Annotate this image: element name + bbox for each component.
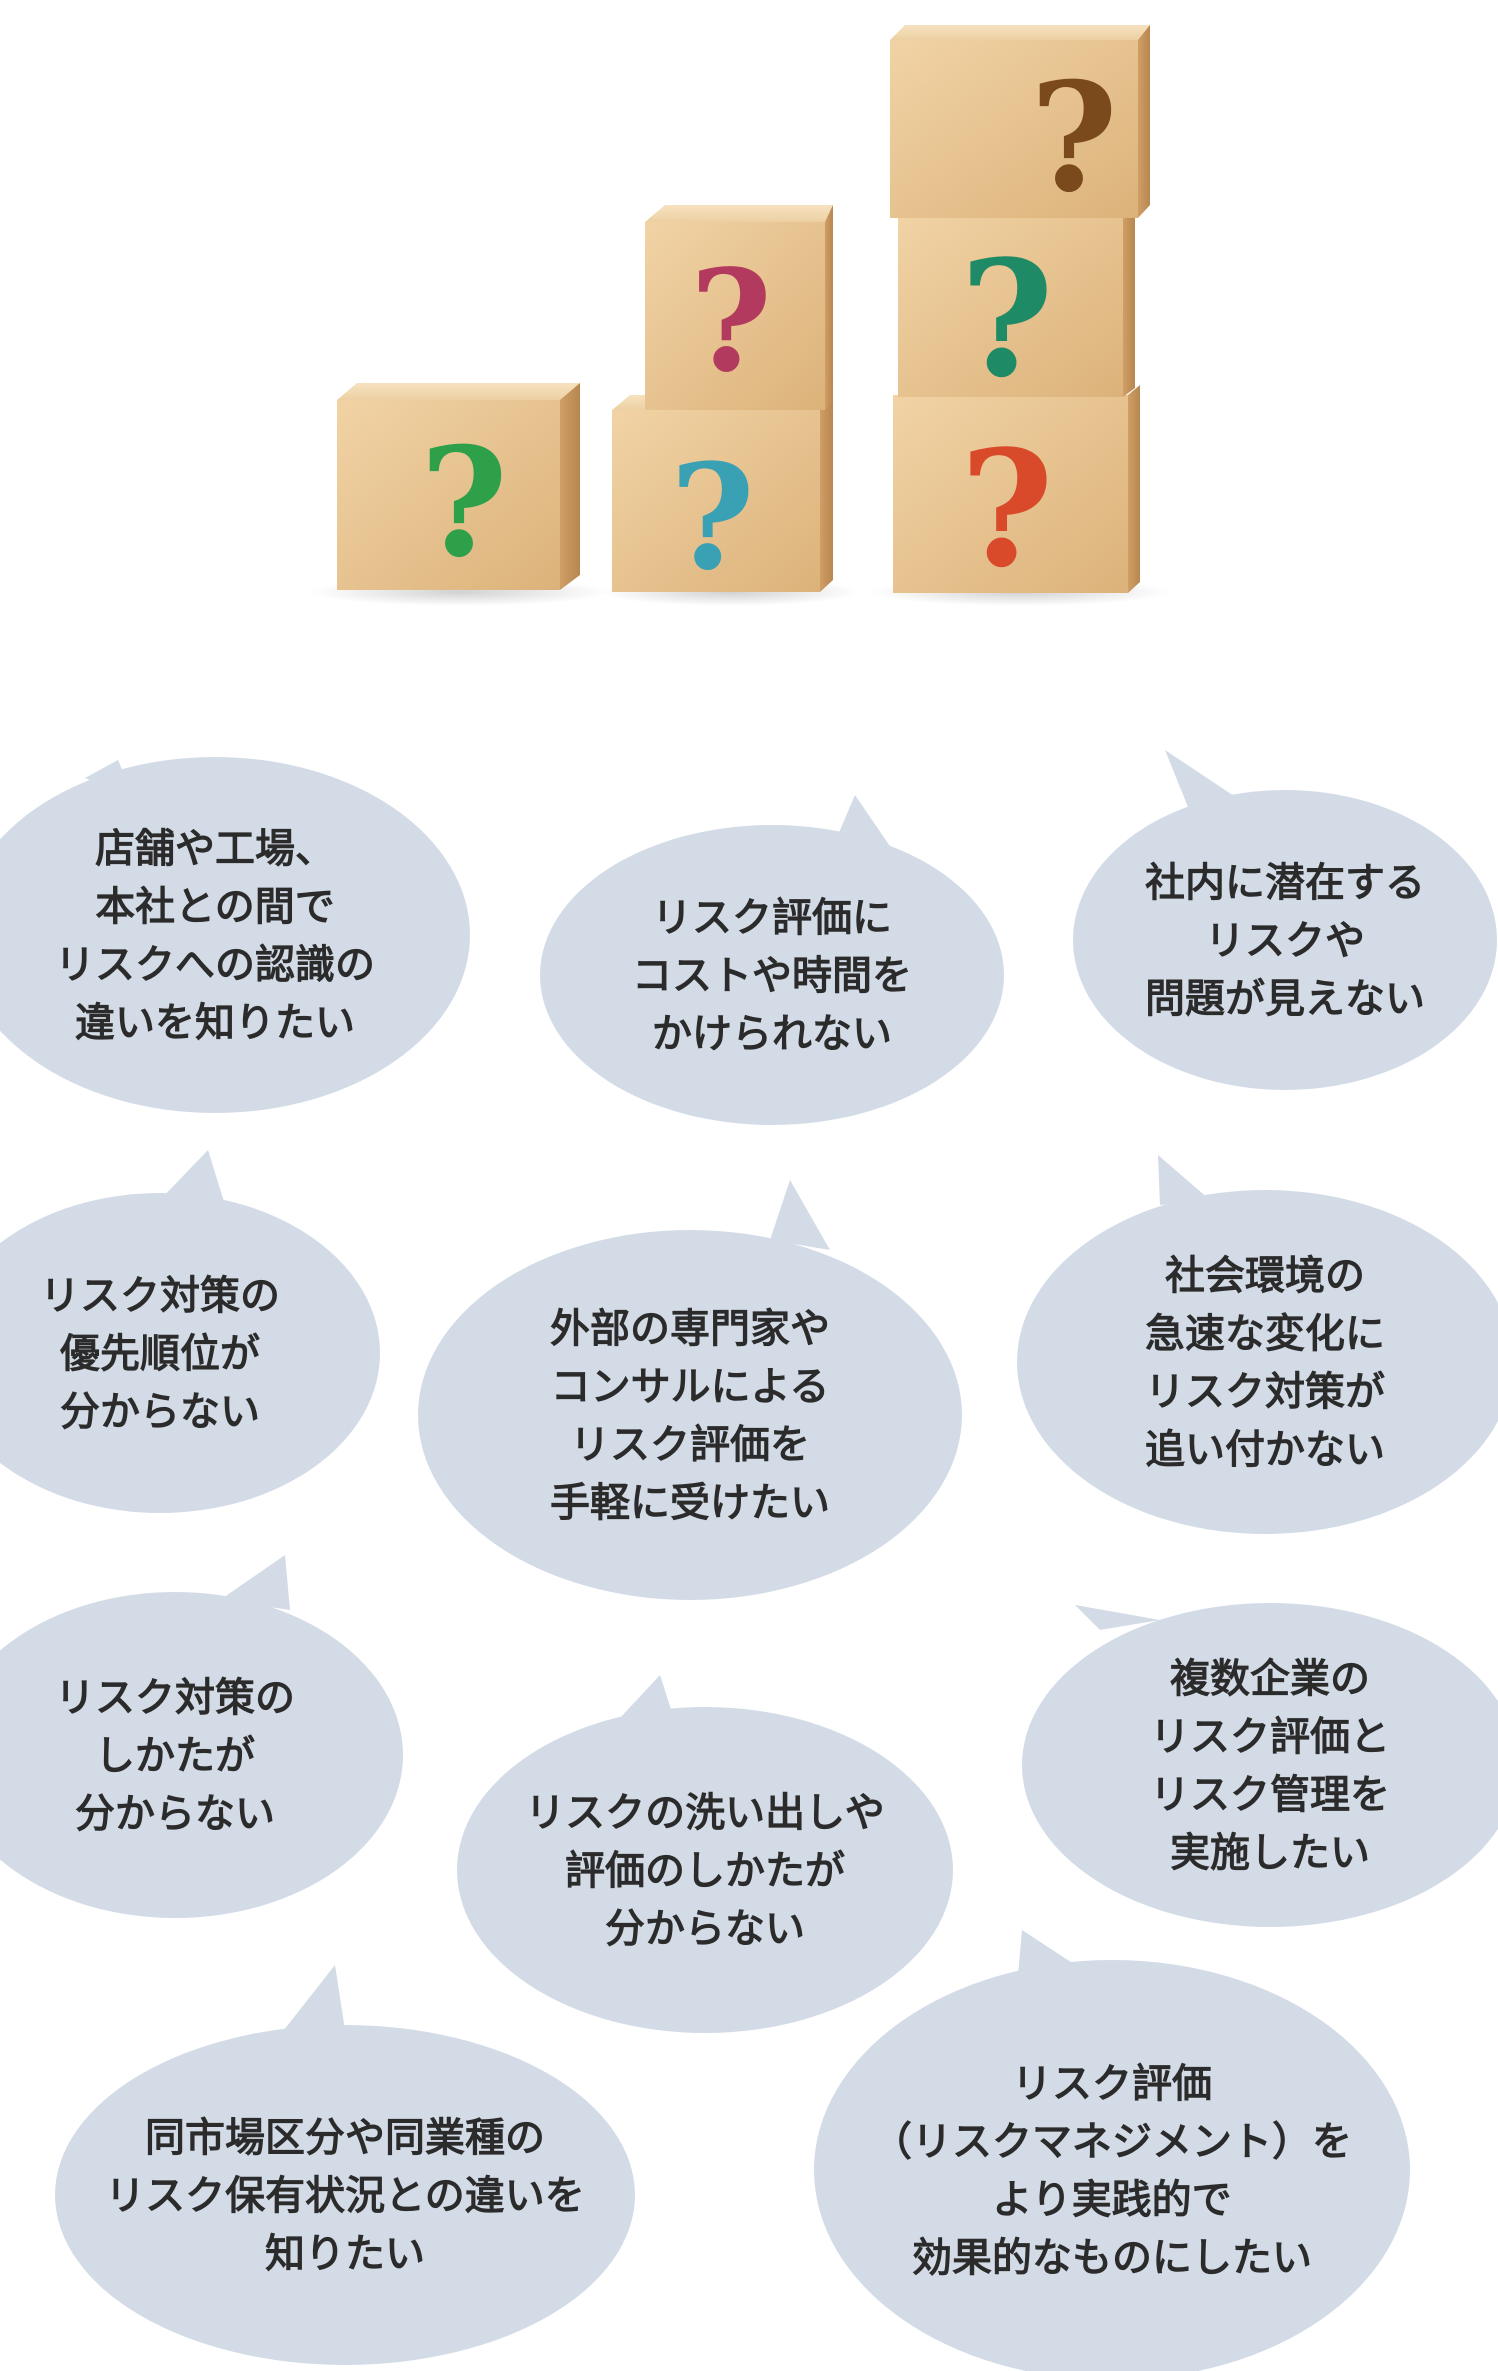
bubble-text-line: 複数企業の	[1170, 1656, 1370, 1702]
bubble-text-line: しかたが	[95, 1733, 255, 1779]
question-mark-icon: ?	[960, 225, 1054, 413]
question-mark-icon: ?	[420, 415, 508, 591]
bubble-text-line: 実施したい	[1170, 1830, 1370, 1876]
bubble-text-line: リスク評価	[1012, 2061, 1212, 2107]
bubble-text-line: リスク評価と	[1150, 1714, 1390, 1760]
bubble-text-line: リスク対策の	[55, 1675, 295, 1721]
bubble-text-line: リスク対策が	[1145, 1369, 1385, 1415]
bubble-tail	[770, 1180, 830, 1250]
bubble-text-line: コンサルによる	[551, 1364, 830, 1410]
bubble-text-line: リスク評価に	[652, 895, 892, 941]
bubble-text-line: リスク保有状況との違いを	[105, 2173, 585, 2219]
bubble-shape	[0, 757, 470, 1113]
bubble-text-line: リスクへの認識の	[55, 942, 375, 988]
bubble-text-line: 違いを知りたい	[75, 1000, 355, 1046]
bubble-text-line: より実践的で	[992, 2177, 1231, 2223]
bubble-text-line: リスク管理を	[1150, 1772, 1390, 1818]
bubble-tail	[220, 1555, 290, 1610]
bubble-text-line: 手軽に受けたい	[550, 1480, 830, 1526]
bubble-shape	[55, 2025, 635, 2365]
bubble-text-line: 店舗や工場、	[95, 826, 335, 872]
bubble-text-line: 評価のしかたが	[565, 1848, 845, 1894]
bubble-text-line: リスク対策の	[40, 1273, 280, 1319]
bubble-text-line: 分からない	[75, 1791, 275, 1837]
bubble-shape	[418, 1230, 962, 1600]
bubble-text-line: コストや時間を	[632, 953, 912, 999]
bubble-tail	[160, 1150, 225, 1205]
bubble-text-line: 本社との間で	[95, 884, 335, 930]
bubble-shape	[1022, 1603, 1498, 1927]
question-mark-icon: ?	[1030, 50, 1118, 226]
bubble-text-line: （リスクマネジメント）を	[872, 2119, 1352, 2165]
question-mark-icon: ?	[690, 240, 772, 404]
bubble-text-line: 知りたい	[265, 2231, 425, 2277]
bubble-text-line: 外部の専門家や	[550, 1306, 830, 1352]
bubble-text-line: リスクや	[1205, 918, 1365, 964]
bubble-text-line: 優先順位が	[59, 1331, 260, 1377]
block-left: ?	[337, 383, 580, 591]
question-mark-icon: ?	[960, 415, 1054, 603]
bubble-shape	[1073, 790, 1497, 1090]
bubble-text-line: リスクの洗い出しや	[525, 1790, 885, 1836]
bubble-text-line: リスク評価を	[570, 1422, 810, 1468]
bubble-text-line: 社内に潜在する	[1145, 860, 1425, 906]
bubble-shape	[540, 825, 1004, 1125]
block-middle-top: ?	[645, 205, 833, 410]
bubble-text-line: 問題が見えない	[1145, 976, 1425, 1022]
bubble-text-line: 同市場区分や同業種の	[145, 2115, 545, 2161]
block-right-bottom: ?	[893, 385, 1140, 603]
bubble-text-line: 急速な変化に	[1145, 1311, 1385, 1357]
bubble-tail	[1165, 750, 1240, 812]
question-blocks-illustration: ? ? ? ? ? ?	[310, 25, 1170, 606]
bubble-shape	[1017, 1190, 1498, 1534]
bubble-tail	[1075, 1605, 1160, 1630]
block-middle-bottom: ?	[612, 395, 833, 603]
bubble-text-line: 分からない	[60, 1389, 260, 1435]
bubble-text-line: 社会環境の	[1165, 1253, 1365, 1299]
bubble-shape	[0, 1592, 403, 1918]
bubble-shape	[0, 1193, 380, 1513]
bubble-tail	[280, 1965, 345, 2035]
bubble-text-line: かけられない	[652, 1011, 892, 1057]
question-mark-icon: ?	[670, 433, 755, 603]
block-right-top: ?	[890, 25, 1150, 226]
bubble-shape	[814, 1960, 1410, 2371]
bubble-text-line: 追い付かない	[1145, 1427, 1385, 1473]
bubble-text-line: 分からない	[605, 1906, 805, 1952]
bubble-shape	[457, 1707, 953, 2033]
bubble-text-line: 効果的なものにしたい	[912, 2235, 1312, 2281]
block-right-middle: ?	[898, 205, 1135, 413]
bubble-tail	[1158, 1155, 1210, 1205]
